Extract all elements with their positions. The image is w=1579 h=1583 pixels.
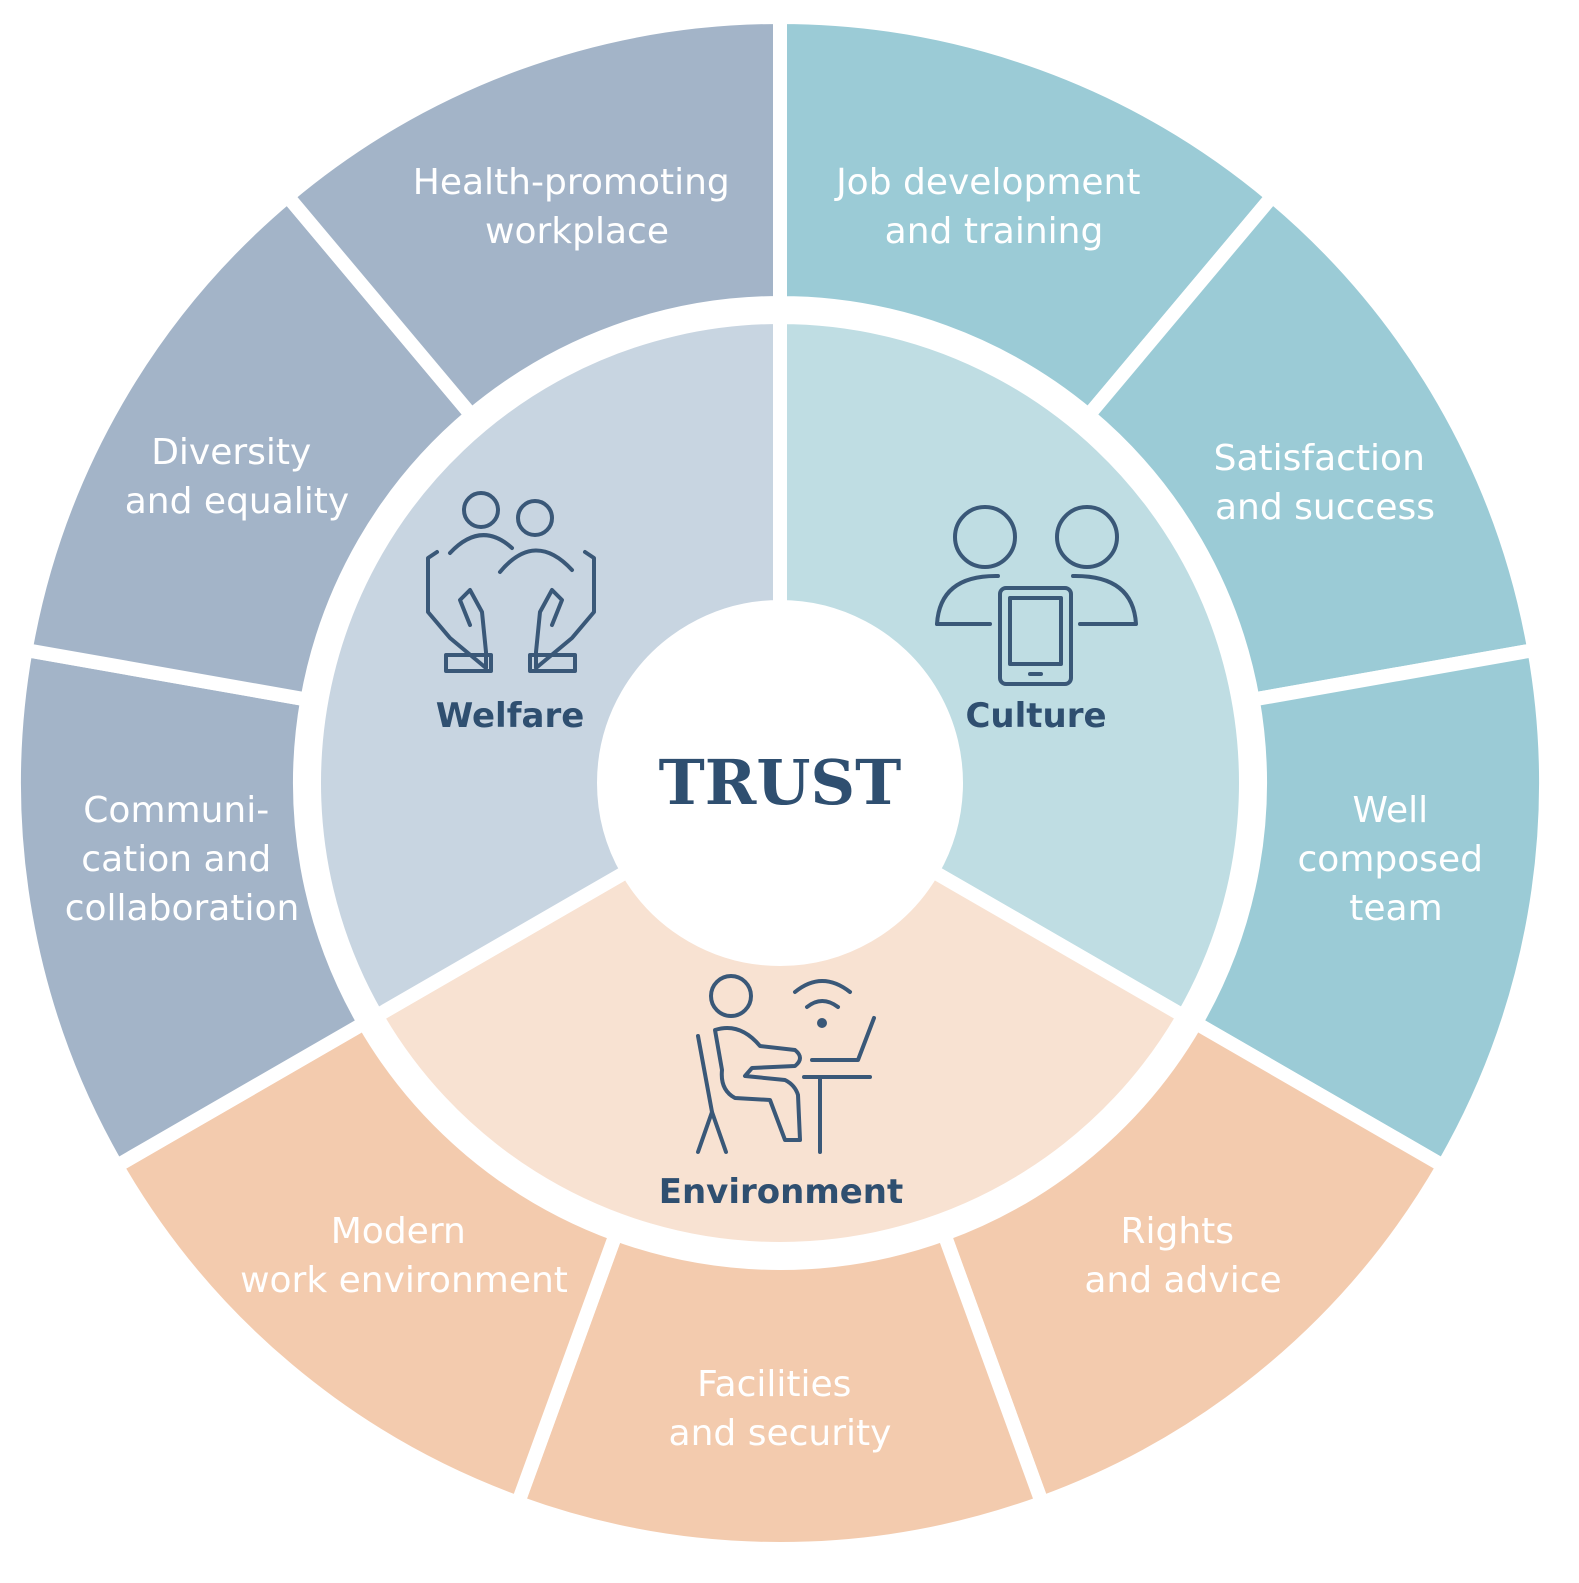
- segment-communication: [7, 641, 374, 1176]
- label-diversity-and-equality: Diversity and equality: [125, 432, 349, 522]
- outer-ring: [7, 9, 1553, 1556]
- label-rights-and-advice: Rights and advice: [1084, 1211, 1281, 1301]
- culture-label: Culture: [965, 696, 1106, 736]
- environment-label: Environment: [659, 1172, 904, 1212]
- segment-facilities-security: [509, 1225, 1051, 1556]
- label-facilities-and-security: Facilities and security: [669, 1364, 892, 1454]
- label-satisfaction-and-success: Satisfaction and success: [1214, 438, 1437, 528]
- hands-people-icon: [426, 491, 596, 673]
- segment-health-promoting: [277, 9, 787, 426]
- label-job-development-and-training: Job development and training: [834, 162, 1152, 252]
- inner-ring: [307, 309, 1253, 1256]
- segment-modern-work-environment: [107, 1013, 625, 1512]
- people-tablet-icon: [935, 505, 1138, 686]
- segment-rights-advice: [935, 1013, 1453, 1512]
- label-modern-work-environment: Modern work environment: [240, 1211, 568, 1301]
- center-circle: [604, 607, 956, 959]
- center-label: TRUST: [659, 746, 902, 819]
- person-laptop-icon: [696, 974, 876, 1154]
- welfare-label: Welfare: [436, 696, 585, 736]
- segment-job-development: [773, 9, 1283, 426]
- label-well-composed-team: Well composed team: [1298, 790, 1495, 929]
- segment-satisfaction: [1078, 186, 1543, 708]
- label-communication-and-collaboration: Communi- cation and collaboration: [65, 790, 300, 929]
- segment-well-composed-team: [1186, 641, 1553, 1176]
- segment-diversity: [17, 186, 482, 708]
- label-health-promoting-workplace: Health-promoting workplace: [413, 162, 741, 252]
